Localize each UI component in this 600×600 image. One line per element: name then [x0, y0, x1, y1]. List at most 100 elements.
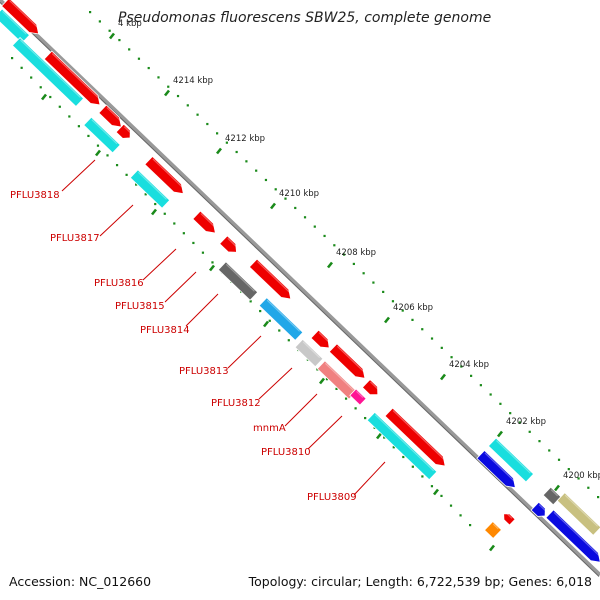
scale-dot	[167, 85, 170, 88]
scale-dot	[173, 222, 176, 225]
accession-label: Accession: NC_012660	[9, 574, 152, 589]
gene-label: PFLU3812	[211, 398, 261, 409]
gene-feature	[542, 486, 562, 506]
scale-label: 4200 kbp	[563, 471, 600, 481]
scale-dot	[450, 356, 453, 359]
feature-highlight	[492, 523, 499, 530]
gene-feature	[1, 0, 40, 35]
cds-feature	[366, 411, 438, 481]
scale-dot	[11, 57, 14, 60]
cds-feature	[384, 407, 446, 467]
scale-dot	[460, 365, 463, 368]
feature-highlight	[484, 452, 517, 484]
scale-dot	[323, 234, 326, 238]
scale-label: 4 kbp	[118, 19, 142, 29]
scale-tick-inner	[262, 320, 270, 328]
scale-dot	[411, 465, 414, 468]
feature-highlight	[20, 39, 81, 98]
scale-dot	[316, 368, 319, 371]
cds-feature	[545, 509, 600, 563]
scale-tick	[326, 261, 334, 269]
topology-summary: Topology: circular; Length: 6,722,539 bp…	[248, 574, 592, 589]
scale-tick	[439, 373, 447, 381]
feature-highlight	[152, 158, 185, 190]
cds-feature	[556, 492, 600, 536]
scale-dot	[354, 407, 357, 410]
scale-dot	[186, 104, 189, 107]
gene-feature	[556, 492, 600, 536]
cds-feature	[530, 501, 546, 517]
scale-dot	[98, 20, 101, 23]
gene-feature	[503, 512, 516, 526]
feature-highlight	[257, 261, 292, 295]
scale-tick-inner	[94, 149, 102, 157]
cds-feature	[503, 513, 516, 526]
label-leader-line	[164, 271, 197, 303]
scale-dot	[362, 272, 365, 275]
gene-label: PFLU3816	[94, 278, 144, 289]
map-title: Pseudomonas fluorescens SBW25, complete …	[118, 10, 492, 26]
feature-highlight	[137, 171, 167, 200]
backbone-edge	[0, 1, 600, 577]
scale-dot	[268, 319, 271, 322]
scale-dot	[430, 337, 434, 340]
feature-highlight	[227, 237, 238, 248]
scale-dot	[597, 496, 600, 499]
scale-dot	[182, 232, 185, 235]
cds-feature	[294, 338, 324, 368]
scale-dot	[333, 244, 336, 247]
scale-dot	[401, 309, 404, 312]
cds-feature	[487, 437, 535, 483]
scale-dot	[402, 455, 405, 459]
gene-feature	[144, 155, 185, 195]
scale-dot	[20, 66, 23, 69]
scale-ticks	[40, 32, 561, 552]
scale-dot	[157, 76, 160, 79]
label-leader-line	[258, 367, 293, 400]
gene-label: PFLU3814	[140, 325, 190, 336]
scale-dot	[557, 458, 561, 461]
label-leader-line	[61, 159, 96, 192]
gene-feature	[217, 261, 259, 301]
scale-dot	[411, 318, 414, 321]
scale-dot	[470, 374, 473, 377]
scale-dot	[335, 387, 338, 390]
scale-label: 4204 kbp	[449, 360, 489, 370]
label-leader-line	[99, 204, 134, 237]
scale-tick-inner	[488, 544, 496, 552]
label-leader-line	[284, 393, 318, 427]
scale-dot	[313, 225, 316, 228]
scale-dot	[192, 241, 195, 245]
gene-feature	[43, 50, 102, 106]
scale-dot	[372, 281, 375, 284]
scale-tick	[108, 32, 116, 40]
scale-dot	[567, 468, 570, 471]
gene-feature	[476, 449, 517, 489]
feature-highlight	[374, 414, 435, 472]
scale-dot	[135, 183, 138, 186]
cds-feature	[316, 360, 358, 400]
scale-dot	[548, 449, 551, 452]
cds-feature	[328, 343, 366, 379]
feature-highlight	[123, 126, 132, 134]
gene-label: PFLU3810	[261, 447, 311, 458]
gene-feature	[349, 388, 367, 406]
gene-features	[0, 0, 600, 563]
gene-label: PFLU3809	[307, 492, 357, 503]
cds-feature	[361, 378, 379, 396]
feature-highlight	[392, 410, 447, 462]
scale-dot	[383, 436, 386, 439]
scale-dot	[449, 504, 453, 507]
scale-dot	[89, 11, 92, 14]
scale-dot	[176, 94, 180, 98]
scale-label: 4206 kbp	[393, 303, 433, 313]
scale-dot	[235, 150, 238, 154]
scale-dot	[144, 193, 147, 196]
scale-dot	[201, 251, 205, 254]
cds-feature	[11, 37, 85, 107]
gene-feature	[545, 509, 600, 563]
feature-highlight	[318, 332, 331, 344]
cds-feature	[542, 486, 562, 506]
